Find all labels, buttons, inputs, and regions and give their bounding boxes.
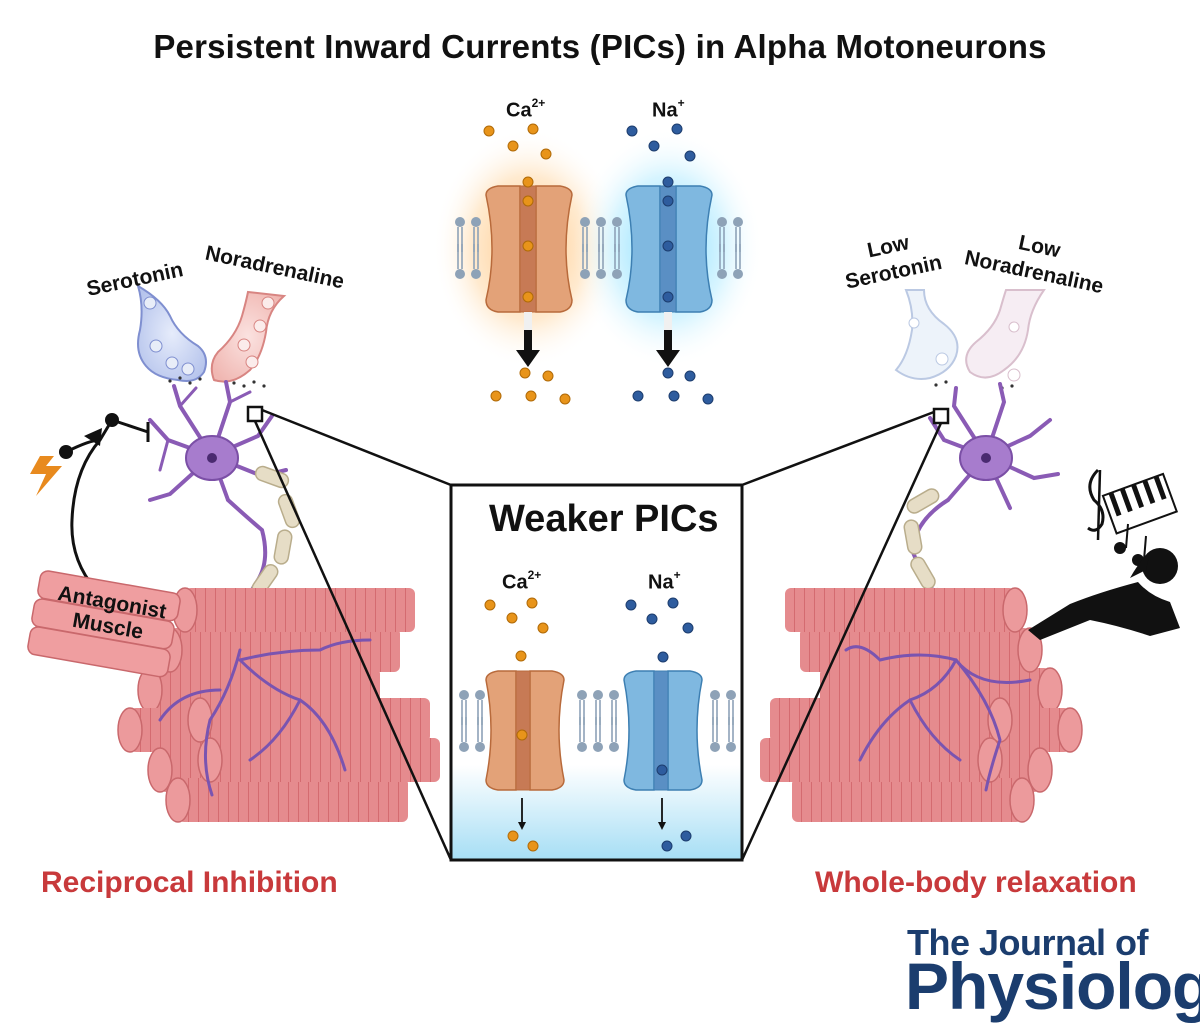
reclining-person-icon <box>1028 548 1180 640</box>
right-nerve-terminals <box>844 645 1032 792</box>
inward-arrows-top <box>516 330 680 367</box>
low-noradrenaline-terminal <box>965 289 1046 382</box>
journal-name-line1: The Journal of <box>907 922 1149 963</box>
calcium-charge: 2+ <box>531 96 546 110</box>
inset-sodium-charge: + <box>673 568 681 582</box>
inset-calcium-ions <box>484 597 549 852</box>
noradrenaline-terminal <box>210 290 287 383</box>
inset-inward-arrows <box>518 798 666 830</box>
right-panel <box>759 289 1180 823</box>
right-caption: Whole-body relaxation <box>815 866 1137 899</box>
sodium-symbol: Na <box>652 99 678 122</box>
serotonin-terminal <box>136 283 207 382</box>
zoom-box-left <box>246 405 264 423</box>
inset-title: Weaker PICs <box>489 498 719 540</box>
sodium-label-top: Na+ <box>652 96 685 123</box>
calcium-label-top: Ca2+ <box>506 96 546 123</box>
lightning-icon <box>30 456 62 496</box>
page-title: Persistent Inward Currents (PICs) in Alp… <box>153 28 1047 65</box>
music-notes-icon <box>1087 468 1179 566</box>
sodium-label-inset: Na+ <box>648 568 681 595</box>
right-muscle <box>759 587 1083 823</box>
zoom-lines <box>253 408 943 861</box>
calcium-label-inset: Ca2+ <box>502 568 542 595</box>
antagonist-muscle <box>27 570 181 678</box>
inset-calcium-channel <box>485 670 565 791</box>
top-channels <box>433 123 763 405</box>
neurotransmitter-dots-left <box>168 376 266 388</box>
left-nerve-terminals <box>158 638 372 797</box>
left-panel <box>27 283 441 823</box>
calcium-ions-top <box>483 123 571 405</box>
inset-border <box>449 483 744 862</box>
zoom-box-right <box>932 407 950 425</box>
low-serotonin-terminal <box>894 289 959 380</box>
weaker-pics-inset <box>449 483 744 862</box>
inset-sodium-channel <box>623 670 703 791</box>
calcium-symbol: Ca <box>506 99 532 122</box>
inset-calcium-symbol: Ca <box>502 571 528 594</box>
journal-name-line2: Physiology <box>905 949 1200 1023</box>
left-caption: Reciprocal Inhibition <box>41 866 338 899</box>
inset-sodium-ions <box>625 597 694 852</box>
sodium-ions-top <box>626 123 714 405</box>
inset-sodium-symbol: Na <box>648 571 674 594</box>
inset-calcium-charge: 2+ <box>527 568 542 582</box>
sodium-charge: + <box>677 96 685 110</box>
